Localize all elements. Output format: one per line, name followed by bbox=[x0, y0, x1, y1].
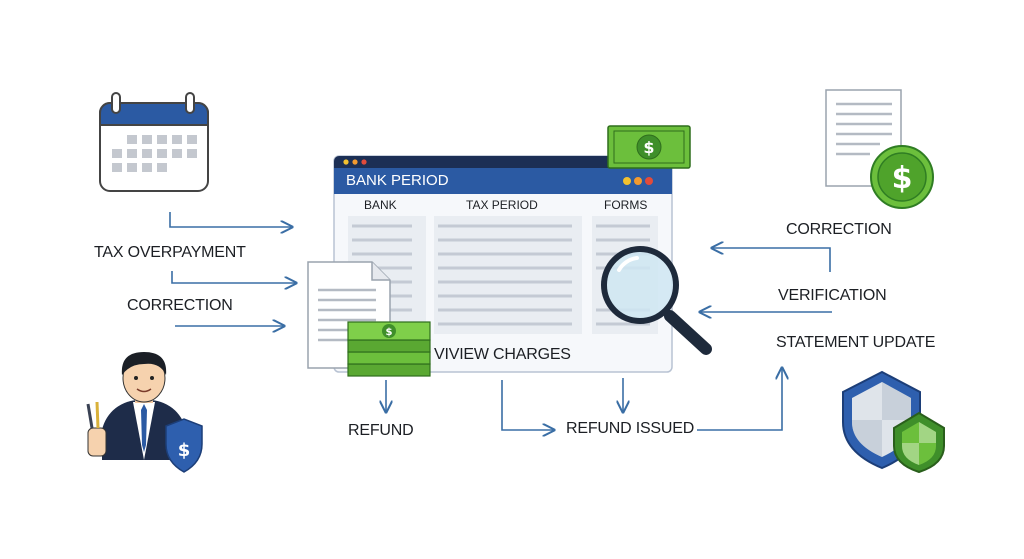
header-dot-yellow bbox=[623, 177, 631, 185]
arrow-to-refund-issued bbox=[501, 380, 554, 430]
window-footer-label: VIVIEW CHARGES bbox=[434, 346, 571, 363]
security-shields-icon bbox=[842, 370, 945, 474]
money-bill-icon: $ bbox=[607, 125, 691, 169]
dollar-shield-icon: $ bbox=[165, 418, 203, 473]
svg-text:$: $ bbox=[386, 327, 393, 338]
bottom-arrows bbox=[386, 368, 782, 430]
window-title: BANK PERIOD bbox=[346, 172, 449, 189]
label-statement-update: STATEMENT UPDATE bbox=[776, 334, 936, 351]
calendar-icon bbox=[99, 92, 209, 192]
arrow-overpayment-to-window bbox=[171, 271, 296, 283]
label-correction-right: CORRECTION bbox=[786, 221, 892, 238]
businessman-icon bbox=[86, 352, 186, 460]
dollar-coin-icon: $ bbox=[870, 145, 934, 209]
money-stack-icon: $ bbox=[347, 321, 431, 377]
header-dot-orange bbox=[634, 177, 642, 185]
svg-text:$: $ bbox=[178, 440, 191, 461]
label-refund: REFUND bbox=[348, 422, 414, 439]
arrow-to-statement-update bbox=[697, 368, 782, 431]
column-header-tax-period: TAX PERIOD bbox=[466, 198, 538, 212]
left-arrows bbox=[169, 212, 296, 326]
column-header-bank: BANK bbox=[364, 198, 397, 212]
label-verification: VERIFICATION bbox=[778, 287, 887, 304]
window-dot bbox=[352, 159, 358, 165]
label-refund-issued: REFUND ISSUED bbox=[566, 420, 695, 437]
header-dot-red bbox=[645, 177, 653, 185]
column-header-forms: FORMS bbox=[604, 198, 648, 212]
right-arrows bbox=[700, 248, 832, 312]
label-tax-overpayment: TAX OVERPAYMENT bbox=[94, 244, 246, 261]
label-correction-left: CORRECTION bbox=[127, 297, 233, 314]
magnifying-glass-icon bbox=[601, 246, 712, 355]
svg-text:$: $ bbox=[892, 161, 913, 196]
arrow-calendar-to-window bbox=[169, 212, 292, 227]
window-dot bbox=[343, 159, 349, 165]
window-dot bbox=[361, 159, 367, 165]
arrow-correction-to-window bbox=[712, 248, 831, 272]
svg-text:$: $ bbox=[643, 138, 654, 157]
